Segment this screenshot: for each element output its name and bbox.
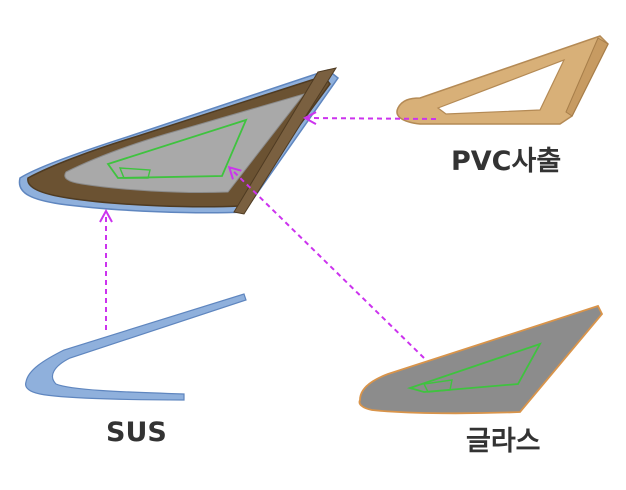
glass-part [358,304,604,415]
glass-green-outline [406,342,542,393]
pvc-part [396,35,609,125]
arrow-pvc-to-assembly [306,118,437,119]
assembly-part [18,67,340,215]
glass-green-inner [422,379,453,393]
arrow-glass-to-assembly [230,168,425,359]
assembly-green-inner [118,167,151,179]
assembly-frame-bar [233,67,338,215]
label-sus: SUS [106,417,167,448]
glass-pane [358,304,604,415]
assembly-green-outline [106,118,248,179]
pvc-rim [565,37,609,117]
sus-part [25,293,247,401]
pvc-opening [436,58,566,115]
label-pvc-injection: PVC사출 [451,146,562,177]
label-glass: 글라스 [466,426,541,457]
sus-strip [25,293,247,401]
